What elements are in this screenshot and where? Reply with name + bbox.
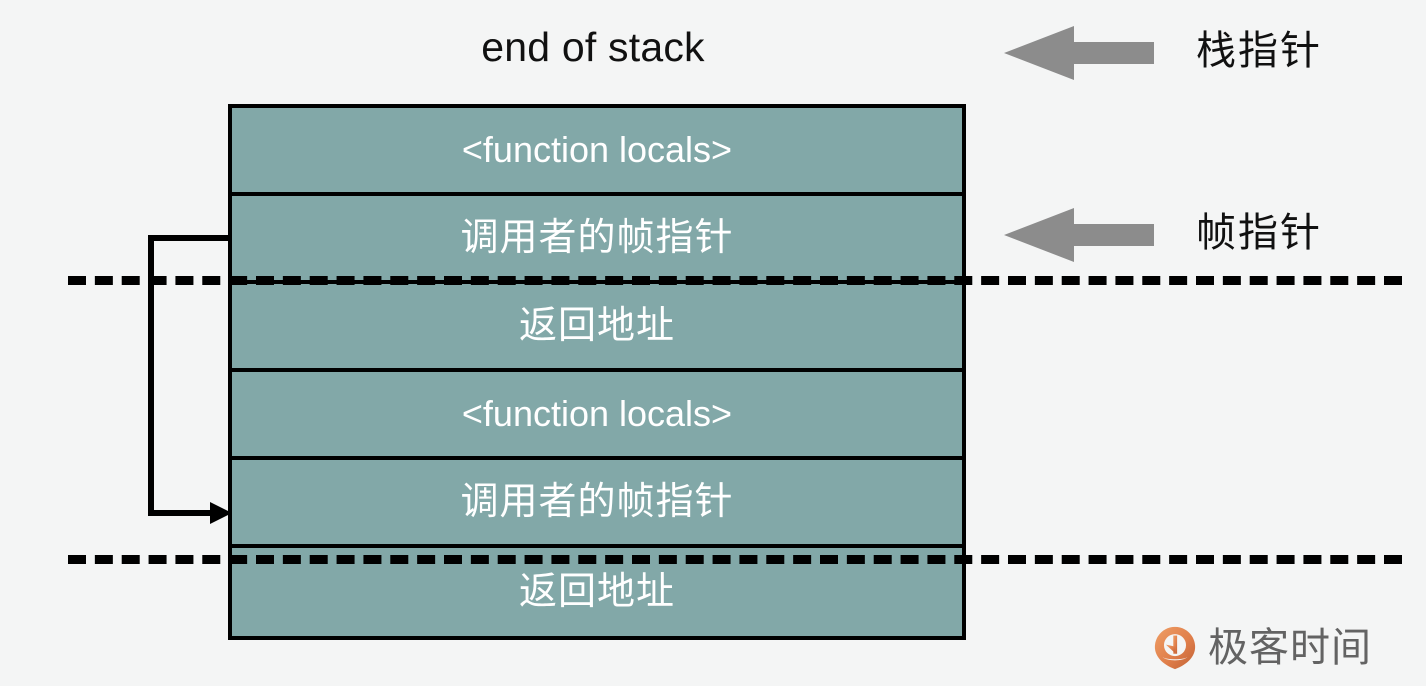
page-title: end of stack	[481, 24, 705, 70]
frame-boundary-dashed-line	[68, 555, 1402, 564]
stack-row: 返回地址	[232, 284, 962, 372]
stack-pointer-label: 栈指针	[1196, 29, 1322, 73]
stack-row: <function locals>	[232, 108, 962, 196]
left-arrow-icon	[1004, 26, 1154, 80]
stack-row-label: 返回地址	[518, 571, 675, 613]
left-arrow-icon	[1004, 208, 1154, 262]
stack-row-label: 返回地址	[518, 305, 675, 347]
stack-row-label: <function locals>	[461, 129, 733, 170]
frame-pointer-label: 帧指针	[1196, 211, 1322, 255]
stack-row-label: <function locals>	[461, 393, 733, 434]
geektime-pin-logo-icon	[1154, 626, 1196, 670]
stack-row: 调用者的帧指针	[232, 460, 962, 548]
watermark-text: 极客时间	[1208, 626, 1372, 670]
stack-diagram: <function locals> 调用者的帧指针 返回地址 <function…	[228, 104, 966, 640]
watermark: 极客时间	[1152, 620, 1372, 676]
stack-row-label: 调用者的帧指针	[460, 481, 734, 523]
stack-row-label: 调用者的帧指针	[460, 217, 734, 259]
frame-boundary-dashed-line	[68, 276, 1402, 285]
stack-row: 调用者的帧指针	[232, 196, 962, 284]
stack-row: <function locals>	[232, 372, 962, 460]
